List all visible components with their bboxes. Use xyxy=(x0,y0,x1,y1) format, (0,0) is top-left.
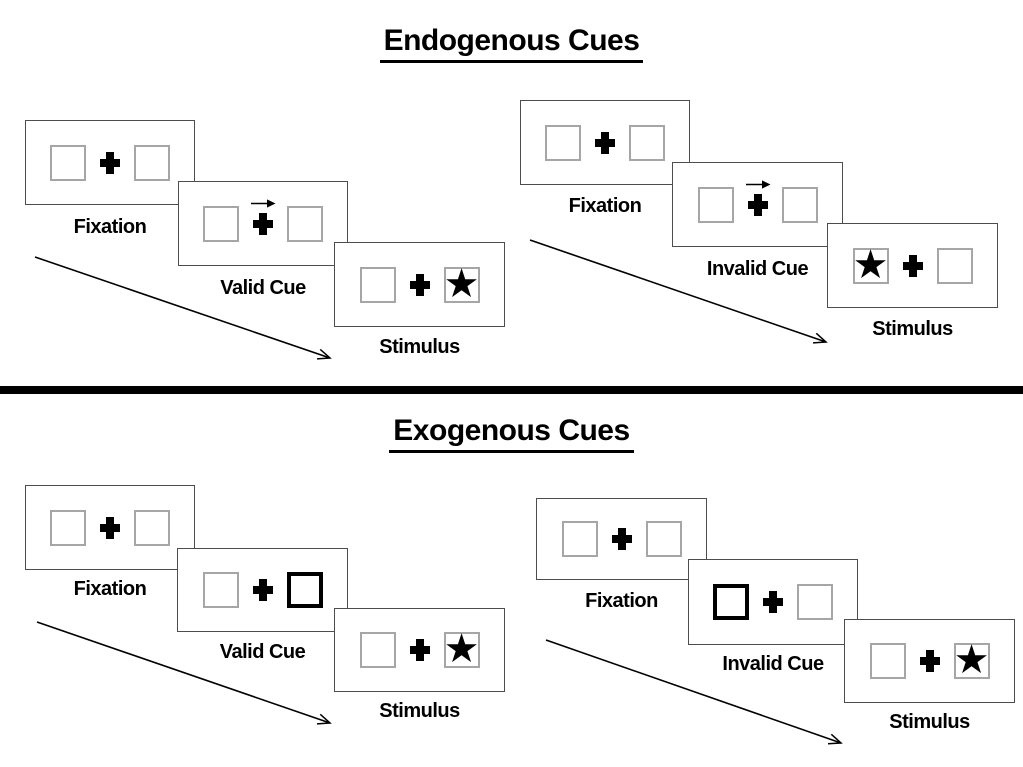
panel-fixation xyxy=(520,100,690,185)
panel-label-invalid-cue: Invalid Cue xyxy=(706,258,809,280)
panel-label-invalid-cue: Invalid Cue xyxy=(722,653,824,675)
star-icon: ★ xyxy=(443,260,480,307)
section-title-exogenous-text: Exogenous Cues xyxy=(389,414,634,453)
panel-fixation xyxy=(25,120,195,205)
right-box xyxy=(781,186,818,223)
panel-stimulus: ★ xyxy=(334,608,505,692)
left-box xyxy=(359,266,396,303)
panel-invalid-cue xyxy=(688,559,858,645)
panel-label-stimulus: Stimulus xyxy=(889,711,970,733)
panel-fixation xyxy=(536,498,707,580)
panel-stimulus: ★ xyxy=(844,619,1015,703)
sequence-arrow xyxy=(34,256,332,360)
highlighted-right-box xyxy=(286,572,323,608)
left-box xyxy=(203,205,239,242)
panel-label-fixation: Fixation xyxy=(73,578,147,600)
star-icon: ★ xyxy=(443,626,480,672)
section-title-endogenous: Endogenous Cues xyxy=(0,24,1023,63)
panel-label-stimulus: Stimulus xyxy=(379,336,460,358)
panel-label-fixation: Fixation xyxy=(568,195,642,217)
panel-label-stimulus: Stimulus xyxy=(379,700,460,722)
panel-valid-cue xyxy=(178,181,348,266)
panel-stimulus: ★ xyxy=(334,242,505,327)
star-icon: ★ xyxy=(852,241,889,288)
right-box xyxy=(645,521,682,557)
left-box: ★ xyxy=(852,241,889,288)
panel-label-fixation: Fixation xyxy=(585,590,658,612)
fixation-cross-icon xyxy=(919,650,940,672)
right-box xyxy=(629,124,665,161)
left-box xyxy=(202,572,239,608)
sequence-arrow xyxy=(36,621,332,725)
fixation-cross-icon xyxy=(902,254,923,277)
star-icon: ★ xyxy=(953,637,990,683)
panel-fixation xyxy=(25,485,195,570)
panel-label-valid-cue: Valid Cue xyxy=(220,277,306,299)
left-box xyxy=(359,632,396,668)
fixation-cross-icon xyxy=(747,193,768,216)
section-title-endogenous-text: Endogenous Cues xyxy=(379,24,644,63)
right-box xyxy=(134,144,170,181)
left-box xyxy=(561,521,598,557)
right-box xyxy=(936,247,973,284)
panel-label-valid-cue: Valid Cue xyxy=(219,641,306,663)
panel-invalid-cue xyxy=(672,162,843,247)
fixation-cross-icon xyxy=(252,579,273,601)
right-box xyxy=(797,584,833,620)
sequence-arrow xyxy=(529,239,828,344)
highlighted-left-box xyxy=(713,584,749,620)
panel-valid-cue xyxy=(177,548,348,632)
section-divider xyxy=(0,386,1023,394)
right-box: ★ xyxy=(443,260,480,307)
left-box xyxy=(697,186,734,223)
sequence-arrow xyxy=(545,639,843,745)
right-box: ★ xyxy=(443,626,480,672)
fixation-cross-icon xyxy=(409,273,430,296)
right-box xyxy=(287,205,323,242)
right-box xyxy=(134,509,170,546)
panel-label-stimulus: Stimulus xyxy=(872,318,953,340)
left-box xyxy=(50,509,86,546)
cue-right-arrow-icon xyxy=(745,180,770,189)
cue-right-arrow-icon xyxy=(251,199,276,208)
fixation-cross-icon xyxy=(100,516,120,539)
fixation-cross-icon xyxy=(611,528,632,550)
fixation-cross-icon xyxy=(595,131,615,154)
left-box xyxy=(545,124,581,161)
section-title-exogenous: Exogenous Cues xyxy=(0,414,1023,453)
fixation-cross-icon xyxy=(100,151,120,174)
left-box xyxy=(50,144,86,181)
panel-stimulus: ★ xyxy=(827,223,998,308)
panel-label-fixation: Fixation xyxy=(73,216,147,238)
right-box: ★ xyxy=(953,637,990,683)
left-box xyxy=(869,643,906,679)
fixation-cross-icon xyxy=(763,591,783,613)
fixation-cross-icon xyxy=(409,639,430,661)
fixation-cross-icon xyxy=(253,212,273,235)
